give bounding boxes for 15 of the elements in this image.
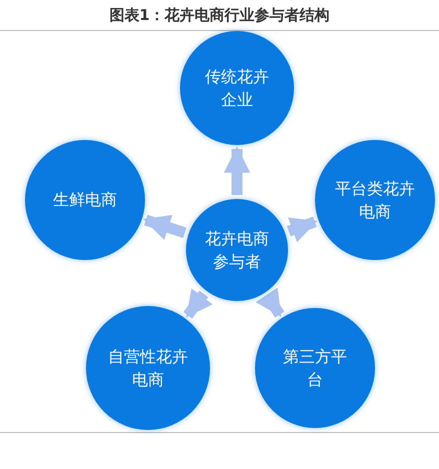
participant-label: 花卉电商参与者 [204, 228, 270, 273]
participant-circle [255, 308, 375, 428]
participant-label: 自营性花卉电商 [107, 346, 189, 391]
participant-label: 平台类花卉电商 [334, 178, 416, 223]
participant-circle [86, 306, 210, 430]
participant-circle [180, 31, 294, 145]
arrow [224, 146, 250, 195]
participant-label: 传统花卉企业 [204, 66, 270, 111]
arrow [183, 288, 213, 319]
participant-label: 第三方平台 [282, 346, 348, 391]
arrow [143, 214, 186, 240]
participant-circle [186, 199, 288, 301]
chart-title: 图表1：花卉电商行业参与者结构 [108, 6, 331, 25]
arrow [256, 288, 284, 318]
participant-label: 生鲜电商 [52, 189, 118, 212]
